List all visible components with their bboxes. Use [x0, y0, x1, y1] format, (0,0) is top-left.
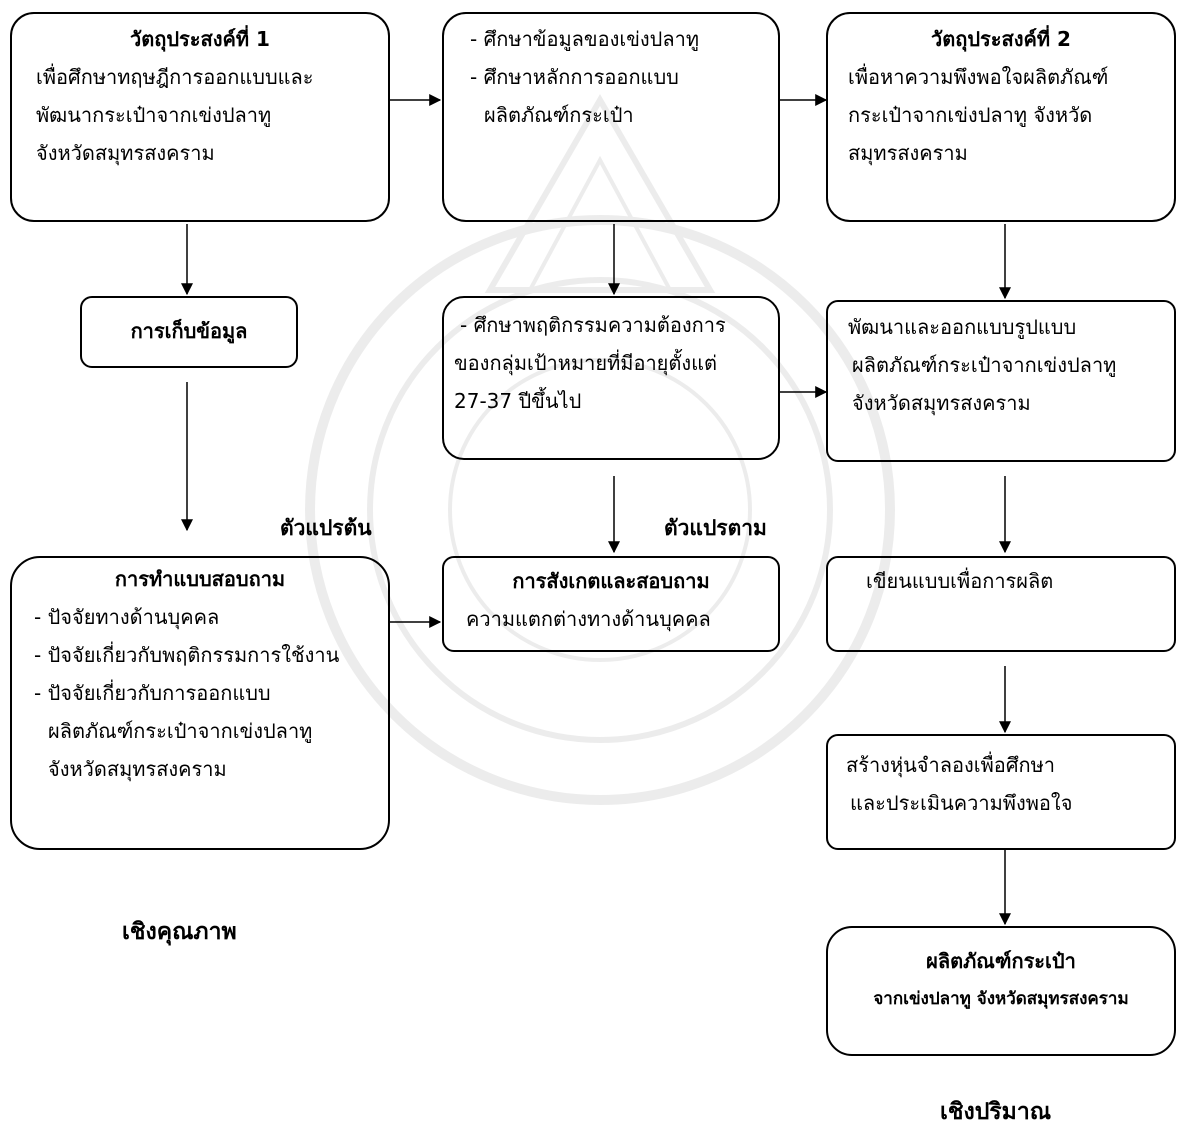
objective-2-title: วัตถุประสงค์ที่ 2	[931, 27, 1071, 51]
questionnaire-box: การทำแบบสอบถาม - ปัจจัยทางด้านบุคคล - ปั…	[10, 556, 390, 850]
behavior-line-3: 27-37 ปีขึ้นไป	[454, 389, 582, 413]
objective-2-line-1: เพื่อหาความพึงพอใจผลิตภัณฑ์	[848, 65, 1109, 89]
data-collection-box: การเก็บข้อมูล	[80, 296, 298, 368]
prototype-line-1: สร้างหุ่นจำลองเพื่อศึกษา	[846, 753, 1056, 777]
objective-2-line-3: สมุทรสงคราม	[848, 141, 968, 165]
questionnaire-line-2: - ปัจจัยเกี่ยวกับพฤติกรรมการใช้งาน	[34, 643, 340, 667]
develop-line-3: จังหวัดสมุทรสงคราม	[852, 391, 1031, 415]
develop-line-2: ผลิตภัณฑ์กระเป๋าจากเข่งปลาทู	[852, 353, 1117, 377]
study-box: - ศึกษาข้อมูลของเข่งปลาทู - ศึกษาหลักการ…	[442, 12, 780, 222]
questionnaire-line-3: - ปัจจัยเกี่ยวกับการออกแบบ	[34, 681, 271, 705]
independent-variable-label: ตัวแปรต้น	[280, 516, 372, 540]
drafting-line-1: เขียนแบบเพื่อการผลิต	[866, 569, 1054, 593]
qualitative-label: เชิงคุณภาพ	[122, 919, 237, 945]
objective-1-line-3: จังหวัดสมุทรสงคราม	[36, 141, 215, 165]
questionnaire-line-4: ผลิตภัณฑ์กระเป๋าจากเข่งปลาทู	[48, 719, 313, 743]
objective-2-line-2: กระเป๋าจากเข่งปลาทู จังหวัด	[848, 103, 1093, 127]
data-collection-title: การเก็บข้อมูล	[130, 319, 248, 343]
objective-1-line-2: พัฒนากระเป๋าจากเข่งปลาทู	[36, 103, 272, 127]
questionnaire-title: การทำแบบสอบถาม	[114, 567, 286, 591]
product-line-1: ผลิตภัณฑ์กระเป๋า	[926, 949, 1076, 973]
quantitative-label: เชิงปริมาณ	[940, 1099, 1052, 1125]
objective-1-box: วัตถุประสงค์ที่ 1 เพื่อศึกษาทฤษฎีการออกแ…	[10, 12, 390, 222]
develop-line-1: พัฒนาและออกแบบรูปแบบ	[848, 315, 1077, 339]
objective-1-line-1: เพื่อศึกษาทฤษฎีการออกแบบและ	[36, 65, 314, 89]
questionnaire-line-5: จังหวัดสมุทรสงคราม	[48, 757, 227, 781]
behavior-line-2: ของกลุ่มเป้าหมายที่มีอายุตั้งแต่	[454, 351, 718, 375]
drafting-box: เขียนแบบเพื่อการผลิต	[826, 556, 1176, 652]
observe-title: การสังเกตและสอบถาม	[512, 569, 710, 593]
observe-box: การสังเกตและสอบถาม ความแตกต่างทางด้านบุค…	[442, 556, 780, 652]
behavior-line-1: - ศึกษาพฤติกรรมความต้องการ	[460, 313, 726, 337]
develop-box: พัฒนาและออกแบบรูปแบบ ผลิตภัณฑ์กระเป๋าจาก…	[826, 300, 1176, 462]
study-line-2: - ศึกษาหลักการออกแบบ	[470, 65, 679, 89]
observe-line-1: ความแตกต่างทางด้านบุคคล	[466, 607, 711, 631]
objective-2-box: วัตถุประสงค์ที่ 2 เพื่อหาความพึงพอใจผลิต…	[826, 12, 1176, 222]
objective-1-title: วัตถุประสงค์ที่ 1	[130, 27, 270, 51]
study-line-1: - ศึกษาข้อมูลของเข่งปลาทู	[470, 27, 700, 51]
product-line-2: จากเข่งปลาทู จังหวัดสมุทรสงคราม	[873, 989, 1129, 1009]
prototype-line-2: และประเมินความพึงพอใจ	[850, 791, 1073, 815]
behavior-box: - ศึกษาพฤติกรรมความต้องการ ของกลุ่มเป้าห…	[442, 296, 780, 460]
study-line-3: ผลิตภัณฑ์กระเป๋า	[484, 103, 634, 127]
dependent-variable-label: ตัวแปรตาม	[664, 516, 767, 540]
product-box: ผลิตภัณฑ์กระเป๋า จากเข่งปลาทู จังหวัดสมุ…	[826, 926, 1176, 1056]
prototype-box: สร้างหุ่นจำลองเพื่อศึกษา และประเมินความพ…	[826, 734, 1176, 850]
questionnaire-line-1: - ปัจจัยทางด้านบุคคล	[34, 605, 220, 629]
